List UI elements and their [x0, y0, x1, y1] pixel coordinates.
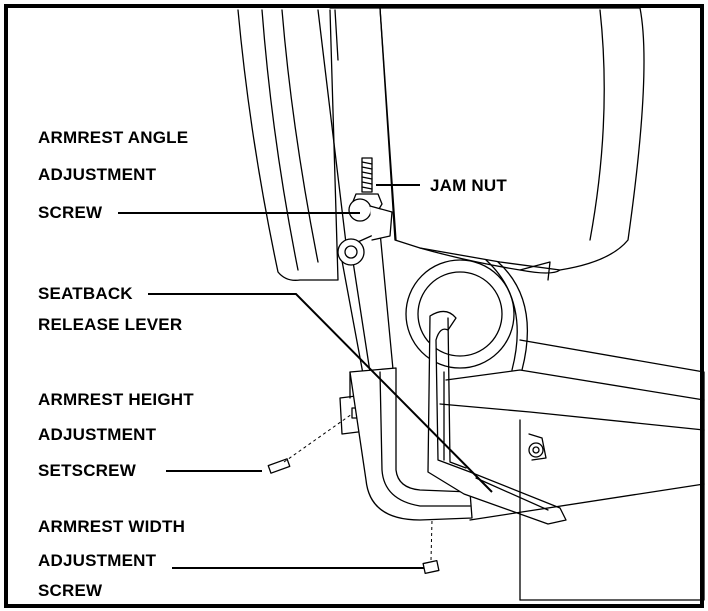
width-screw: [422, 560, 440, 574]
label-armrest-width-line1: ARMREST WIDTH: [38, 517, 186, 536]
leader-seatback-lever: [148, 293, 493, 493]
label-armrest-angle-line3: SCREW: [38, 203, 103, 222]
label-armrest-width-line3: SCREW: [38, 581, 103, 600]
label-armrest-width-line2: ADJUSTMENT: [38, 551, 157, 570]
diagram-border: [4, 4, 704, 608]
pivot-disk: [405, 259, 515, 369]
label-seatback-line2: RELEASE LEVER: [38, 315, 183, 334]
seatback-inner: [261, 9, 299, 271]
setscrew-dashed-line: [283, 413, 353, 463]
release-lever: [427, 310, 567, 525]
label-armrest-angle-line2: ADJUSTMENT: [38, 165, 157, 184]
side-knob: [528, 442, 544, 458]
label-armrest-height-line2: ADJUSTMENT: [38, 425, 157, 444]
seat-cushion-lower-edge: [419, 247, 561, 274]
height-setscrew: [267, 458, 291, 474]
width-screw-dashed-line: [430, 519, 433, 561]
label-seatback-line1: SEATBACK: [38, 284, 133, 303]
bracket-bolt: [337, 238, 365, 266]
lower-arm: [349, 367, 473, 521]
angle-knob: [348, 198, 372, 222]
seat-frame: [519, 339, 705, 601]
label-armrest-height-line1: ARMREST HEIGHT: [38, 390, 194, 409]
label-armrest-height-line3: SETSCREW: [38, 461, 136, 480]
label-jam-nut: JAM NUT: [430, 176, 507, 195]
angle-screw-thread: [361, 157, 373, 193]
label-armrest-angle-line1: ARMREST ANGLE: [38, 128, 189, 147]
